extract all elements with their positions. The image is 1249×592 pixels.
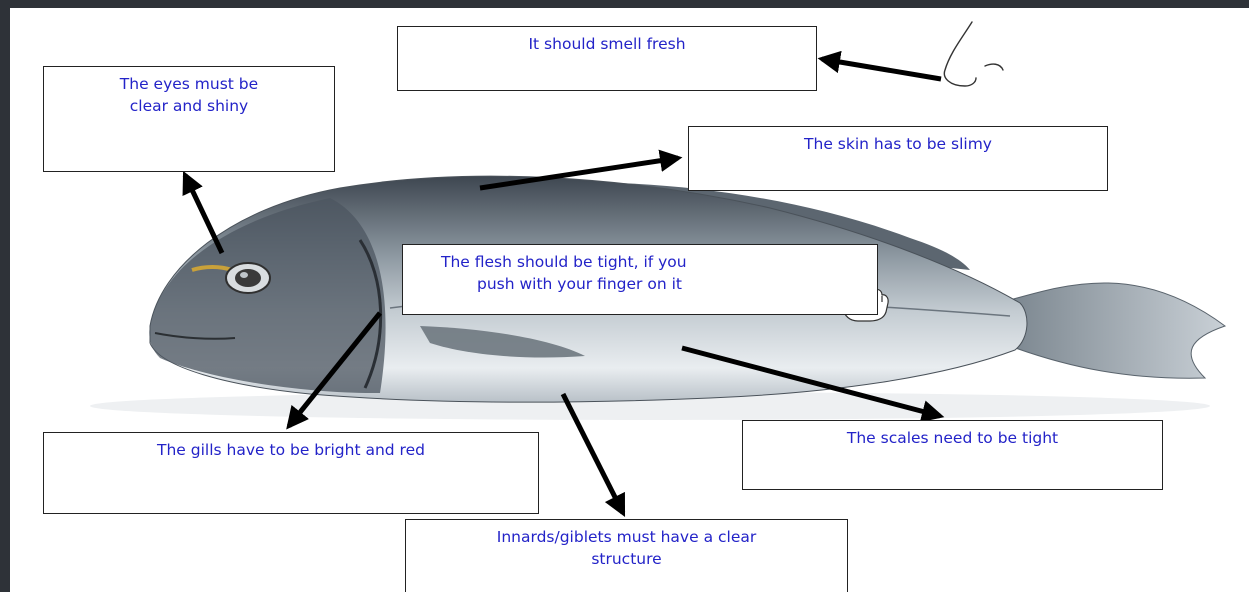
fish-pupil [235,269,261,287]
label-flesh: The flesh should be tight, if you push w… [402,244,878,315]
label-eyes-line-1: The eyes must be [44,73,334,95]
label-eyes: The eyes must be clear and shiny [43,66,335,172]
arrow-eyes [185,175,222,253]
label-innards-line-1: Innards/giblets must have a clear [406,526,847,548]
label-gills: The gills have to be bright and red [43,432,539,514]
label-gills-text: The gills have to be bright and red [44,439,538,461]
diagram-canvas: It should smell fresh The eyes must be c… [10,8,1249,592]
label-scales-text: The scales need to be tight [743,427,1162,449]
label-innards: Innards/giblets must have a clear struct… [405,519,848,592]
arrow-smell [822,59,941,79]
label-skin-text: The skin has to be slimy [689,133,1107,155]
label-flesh-line-1: The flesh should be tight, if you [441,251,877,273]
label-flesh-line-2: push with your finger on it [441,273,877,295]
fish-head [149,198,385,393]
fish-eye-highlight [240,272,248,278]
nose-icon [944,22,1003,86]
label-skin: The skin has to be slimy [688,126,1108,191]
label-innards-line-2: structure [406,548,847,570]
label-eyes-line-2: clear and shiny [44,95,334,117]
label-smell-text: It should smell fresh [398,33,816,55]
label-scales: The scales need to be tight [742,420,1163,490]
label-smell: It should smell fresh [397,26,817,91]
fish-tail [1010,283,1225,378]
